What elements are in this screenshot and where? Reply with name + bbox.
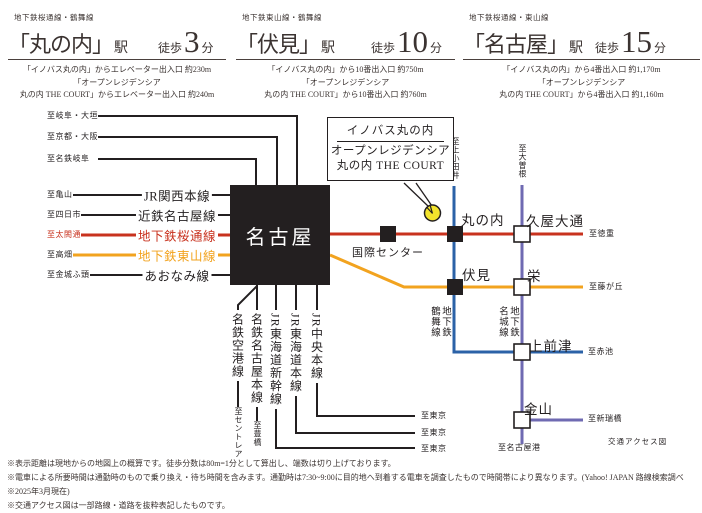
access-detail-2: 「オープンレジデンシア 丸の内 THE COURT」からエレベーター出入口 約2… [19, 78, 215, 99]
walk-label: 徒歩 [595, 41, 620, 55]
walk-label: 徒歩 [371, 41, 396, 55]
station-marunouchi: 丸の内 [461, 213, 505, 228]
footnotes: ※表示距離は現地からの地図上の概算です。徒歩分数は80m=1分として算出し、端数… [7, 457, 702, 513]
line-caption: 地下鉄東山線・鶴舞線 [242, 13, 322, 22]
callout-property-2: オープンレジデンシア 丸の内 THE COURT [330, 145, 451, 172]
label-meijo-line: 地下鉄 名城線 [497, 306, 518, 338]
walk-minutes: 15 [621, 24, 653, 59]
jr-north-line-path [98, 115, 298, 185]
line-name-aonami: あおなみ線 [142, 265, 212, 285]
shinkansen-north-line-path [98, 136, 278, 185]
line-name-sakuradori: 地下鉄桜通線 [135, 225, 219, 245]
hisaya-odori-station-square [513, 225, 531, 243]
walk-label: 徒歩 [158, 41, 183, 55]
meitetsu-airport-line-path [237, 285, 258, 455]
footnote-2: ※電車による所要時間は通勤時のもので乗り換え・待ち時間を含みます。通勤時は7:3… [7, 473, 684, 496]
dest-aratamabashi: 至新瑞橋 [588, 414, 622, 423]
marunouchi-station-square [447, 226, 463, 242]
walk-minutes: 3 [184, 24, 200, 59]
nagoya-hub-label: 名古屋 [245, 226, 315, 249]
station-name: 「伏見」 [236, 32, 321, 57]
callout-pointer-left [403, 182, 430, 208]
station-name: 「丸の内」 [8, 32, 114, 57]
line-caption: 地下鉄桜通線・鶴舞線 [14, 13, 94, 22]
line-name-higashiyama: 地下鉄東山線 [135, 245, 219, 265]
station-fushimi: 伏見 [462, 268, 491, 283]
callout-pointer-right [415, 182, 433, 207]
meitetsu-north-line-path [98, 158, 257, 185]
dest-tokyo-tokaido: 至東京 [421, 428, 447, 437]
sakae-station-square [513, 278, 531, 296]
footnote-1: ※表示距離は現地からの地図上の概算です。徒歩分数は80m=1分として算出し、端数… [7, 459, 396, 468]
fushimi-station-square [447, 279, 463, 295]
minutes-unit: 分 [201, 41, 214, 55]
title-rule [8, 59, 226, 60]
access-detail-2: 「オープンレジデンシア 丸の内 THE COURT」から10番出入口 約760m [264, 78, 427, 99]
access-detail-1: 「イノバス丸の内」から10番出入口 約750m [267, 65, 424, 74]
kamimaezu-station-square [513, 343, 531, 361]
dest-gifu-ogaki: 至岐阜・大垣 [47, 111, 98, 120]
footnote-3: ※交通アクセス図は一部路線・道路を抜粋表記したものです。 [7, 501, 230, 510]
dest-meitetsu-gifu: 至名鉄岐阜 [47, 154, 90, 163]
dest-centrair: 至セントレア [234, 407, 243, 458]
dest-kameyama: 至亀山 [47, 190, 73, 199]
dest-kinjo-futo: 至金城ふ頭 [47, 270, 90, 279]
station-hisaya-odori: 久屋大通 [526, 214, 584, 229]
dest-nagoyako: 至名古屋港 [498, 443, 541, 452]
line-name-meitetsu-airport: 名鉄空港線 [229, 310, 247, 381]
station-name: 「名古屋」 [463, 32, 569, 57]
title-rule [463, 59, 700, 60]
station-suffix: 駅 [569, 41, 584, 56]
dest-kyoto-osaka: 至京都・大阪 [47, 132, 98, 141]
dest-fujigaoka: 至藤が丘 [589, 282, 623, 291]
station-kamimaezu: 上前津 [529, 339, 573, 354]
nagoya-hub-box: 名古屋 [230, 185, 330, 285]
dest-takabata: 至高畑 [47, 250, 73, 259]
station-suffix: 駅 [114, 41, 129, 56]
callout-divider [337, 141, 444, 142]
walk-minutes: 10 [397, 24, 429, 59]
dest-tokyo-shinkansen: 至東京 [421, 444, 447, 453]
kokusai-center-station-square [380, 226, 396, 242]
title-rule [236, 59, 455, 60]
property-callout: イノバス丸の内 オープンレジデンシア 丸の内 THE COURT [327, 117, 454, 181]
station-kokusai-center: 国際センター [352, 247, 424, 259]
station-suffix: 駅 [321, 41, 336, 56]
line-name-chuo: JR中央本線 [308, 310, 326, 383]
dest-yokkaichi: 至四日市 [47, 210, 81, 219]
access-detail-1: 「イノバス丸の内」から4番出入口 約1,170m [502, 65, 661, 74]
dest-tokyo-chuo: 至東京 [421, 411, 447, 420]
access-detail-1: 「イノバス丸の内」からエレベーター出入口 約230m [22, 65, 212, 74]
label-tsurumai-line: 地下鉄 鶴舞線 [429, 306, 450, 338]
line-caption: 地下鉄桜通線・東山線 [469, 13, 549, 22]
dest-kami-otai: 至上小田井 [451, 137, 460, 180]
line-name-kintetsu: 近鉄名古屋線 [135, 205, 219, 225]
line-name-jr-kansai: JR関西本線 [141, 185, 213, 205]
dest-tokushige: 至徳重 [589, 229, 615, 238]
station-kanayama: 金山 [524, 402, 553, 417]
callout-property-1: イノバス丸の内 [346, 125, 435, 137]
kanayama-station-square [513, 411, 531, 429]
dest-akaike: 至赤池 [588, 347, 614, 356]
line-name-meitetsu-main: 名鉄名古屋本線 [248, 310, 266, 407]
map-caption: 交通アクセス図 [608, 437, 668, 446]
dest-toyohashi: 至豊橋 [253, 421, 262, 447]
line-name-shinkansen: JR東海道新幹線 [267, 310, 285, 409]
minutes-unit: 分 [654, 41, 667, 55]
station-sakae: 栄 [527, 269, 542, 284]
chuo-main-line-path [316, 285, 415, 417]
line-name-tokaido: JR東海道本線 [287, 310, 305, 396]
minutes-unit: 分 [430, 41, 443, 55]
access-detail-2: 「オープンレジデンシア 丸の内 THE COURT」から4番出入口 約1,160… [499, 78, 664, 99]
property-marker-wedge [426, 204, 434, 214]
dest-ozone: 至大曽根 [518, 144, 527, 178]
dest-taikodori: 至太閤通 [47, 230, 81, 239]
